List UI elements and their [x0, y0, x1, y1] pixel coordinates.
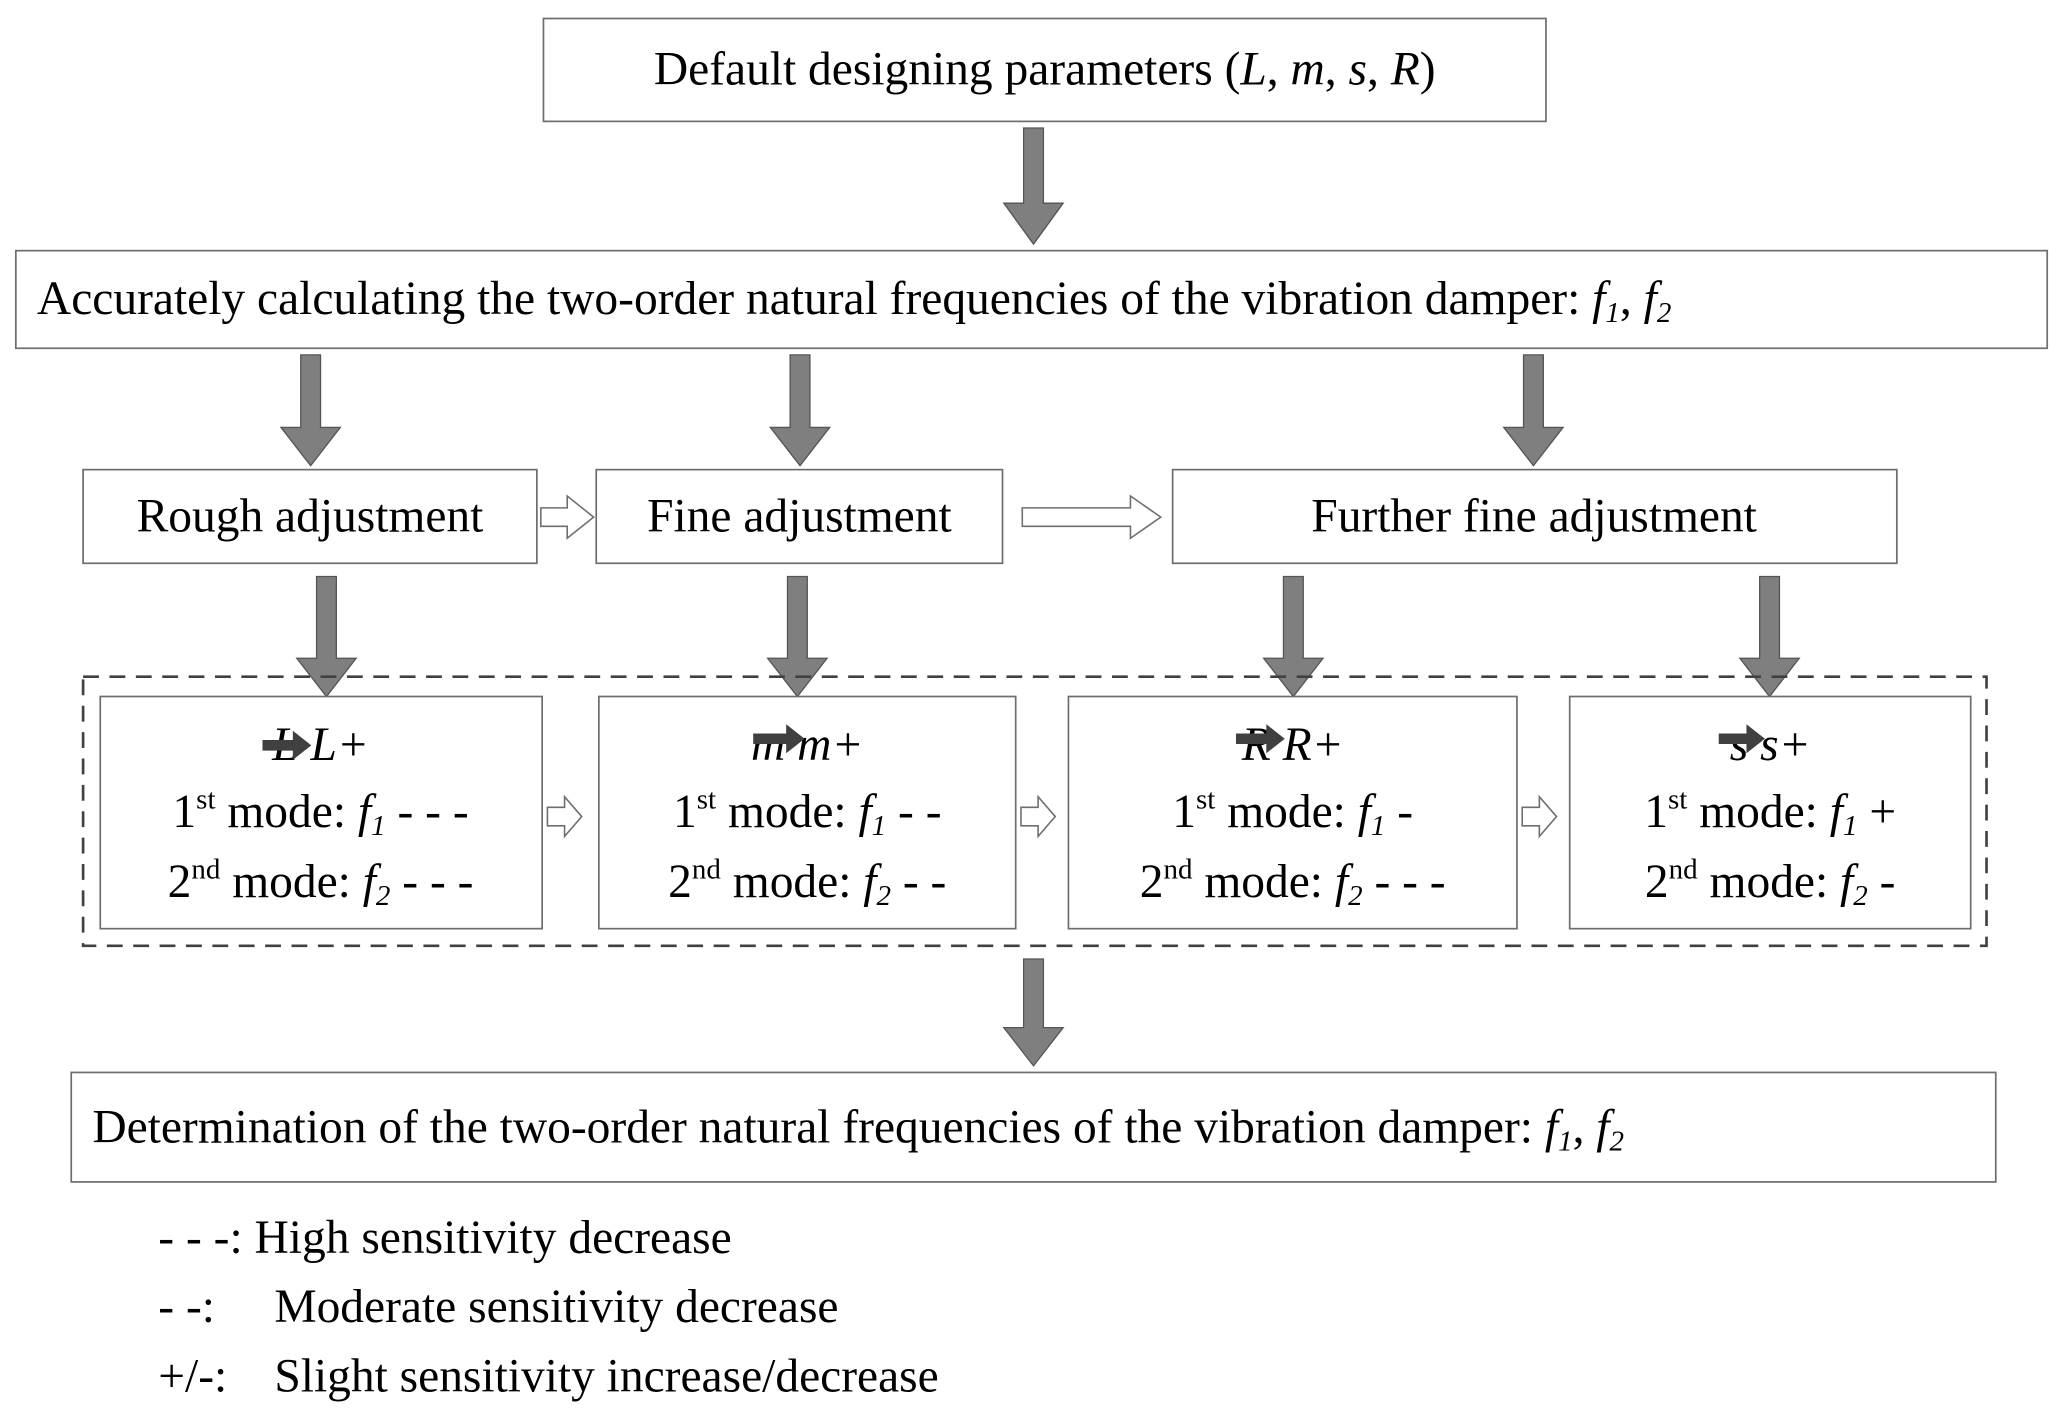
param-box-m: m m+ 1st mode: f1 - - 2nd mode: f2 - - [598, 695, 1017, 930]
down-arrow-icon [768, 354, 832, 467]
right-arrow-icon [753, 724, 805, 754]
down-arrow-icon [766, 575, 829, 698]
down-arrow-icon [1002, 958, 1065, 1067]
right-arrow-icon [540, 494, 595, 540]
node-label: Accurately calculating the two-order nat… [37, 273, 1671, 329]
right-arrow-icon [1521, 794, 1558, 839]
mode2-line: 2nd mode: f2 - - [668, 854, 946, 912]
legend-item: - - -: High sensitivity decrease [158, 1212, 731, 1264]
stage-fine-adjustment: Fine adjustment [595, 468, 1004, 565]
mode1-line: 1st mode: f1 - - [673, 784, 942, 842]
legend: - - -: High sensitivity decrease - -:Mod… [158, 1212, 938, 1403]
parameter-group-dashed-border [81, 675, 1988, 948]
determination-node: Determination of the two-order natural f… [70, 1071, 1997, 1183]
param-m: m [1291, 43, 1325, 95]
node-label: Default designing parameters (L, m, s, R… [654, 43, 1436, 95]
legend-item: +/-:Slight sensitivity increase/decrease [158, 1351, 938, 1403]
down-arrow-icon [295, 575, 358, 698]
param-s: s [1349, 43, 1367, 95]
right-arrow-icon [1021, 494, 1163, 540]
stage-rough-adjustment: Rough adjustment [82, 468, 538, 565]
down-arrow-icon [1002, 127, 1065, 246]
param-change: R R+ [1241, 719, 1344, 771]
param-box-R: R R+ 1st mode: f1 - 2nd mode: f2 - - - [1067, 695, 1518, 930]
stage-further-fine-adjustment: Further fine adjustment [1171, 468, 1898, 565]
right-arrow-icon [1235, 724, 1285, 754]
down-arrow-icon [1262, 575, 1325, 698]
mode2-line: 2nd mode: f2 - - - [168, 854, 474, 912]
param-R: R [1390, 43, 1420, 95]
node-label: Determination of the two-order natural f… [92, 1101, 1624, 1157]
mode2-line: 2nd mode: f2 - [1645, 854, 1896, 912]
node-box [14, 249, 2049, 350]
right-arrow-icon [262, 730, 312, 760]
down-arrow-icon [1738, 575, 1801, 698]
param-box-L: L L+ 1st mode: f1 - - - 2nd mode: f2 - -… [99, 695, 543, 930]
right-arrow-icon [1020, 794, 1057, 839]
default-parameters-node: Default designing parameters (L, m, s, R… [542, 17, 1547, 123]
param-change: m m+ [751, 719, 863, 771]
stage-label: Further fine adjustment [1311, 491, 1757, 543]
mode1-line: 1st mode: f1 - [1172, 784, 1413, 842]
right-arrow-icon [1718, 724, 1765, 754]
stage-label: Rough adjustment [137, 491, 484, 543]
param-L: L [1239, 43, 1266, 95]
mode2-line: 2nd mode: f2 - - - [1140, 854, 1446, 912]
calculation-node: Accurately calculating the two-order nat… [14, 249, 2049, 350]
legend-item: - -:Moderate sensitivity decrease [158, 1281, 838, 1333]
down-arrow-icon [279, 354, 342, 467]
label-text: Default designing parameters ( [654, 43, 1241, 95]
stage-label: Fine adjustment [647, 491, 952, 543]
down-arrow-icon [1502, 354, 1565, 467]
param-box-s: s s+ 1st mode: f1 + 2nd mode: f2 - [1568, 695, 1972, 930]
node-box [542, 17, 1547, 123]
mode1-line: 1st mode: f1 - - - [172, 784, 468, 842]
right-arrow-icon [546, 794, 583, 839]
param-change: s s+ [1730, 719, 1811, 771]
